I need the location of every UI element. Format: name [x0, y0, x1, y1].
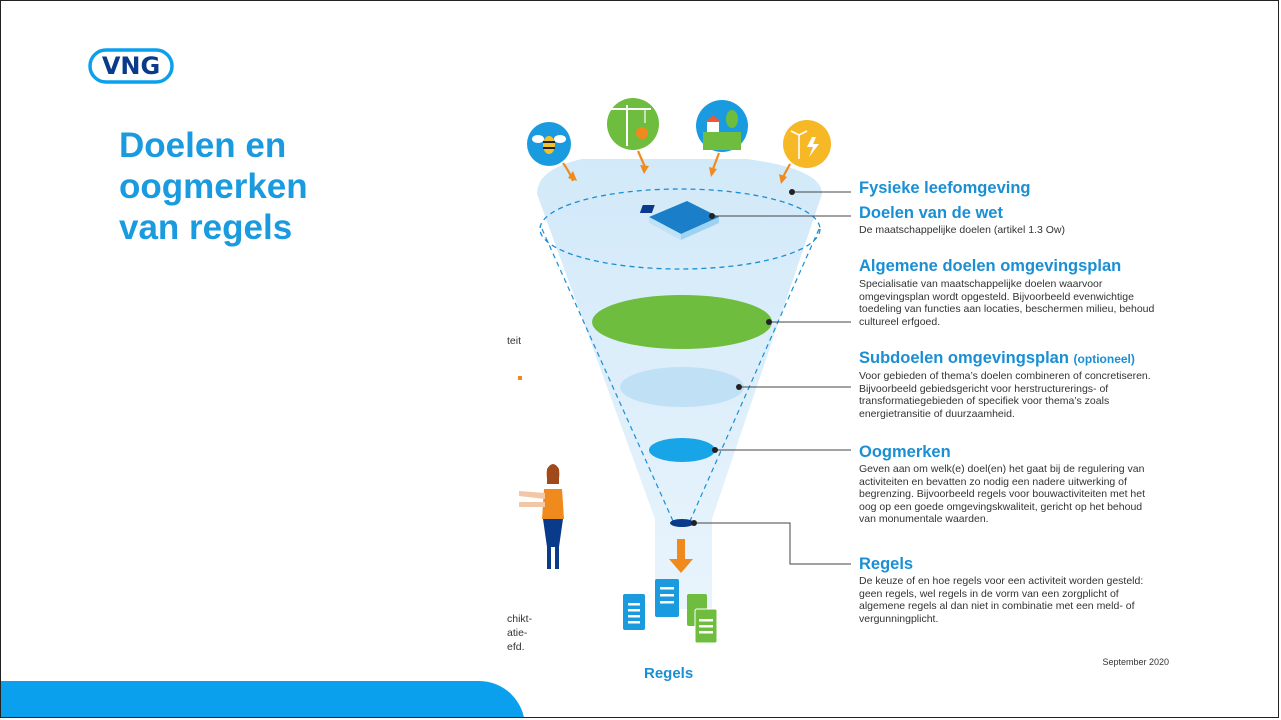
bee-icon [527, 122, 571, 166]
title-line: Doelen en [119, 126, 287, 165]
house-tree-icon [696, 100, 748, 152]
vng-logo: VNG [88, 48, 174, 84]
documents-icon [623, 579, 718, 644]
logo-text: VNG [102, 52, 160, 80]
date-label: September 2020 [1102, 657, 1169, 667]
energy-icon [783, 120, 831, 168]
goals-ellipse [592, 295, 772, 349]
level-label-algemene-doelen: Algemene doelen omgevingsplan [859, 257, 1122, 275]
level-desc-algemene-doelen: Specialisatie van maatschappelijke doele… [859, 278, 1155, 328]
level-desc-regels: De keuze of en hoe regels voor een activ… [859, 575, 1144, 625]
level-label-regels: Regels [859, 555, 914, 573]
level-label-oogmerken: Oogmerken [859, 443, 951, 461]
title-line: oogmerken [119, 167, 308, 206]
level-desc-subdoelen: Voor gebieden of thema’s doelen combiner… [859, 370, 1151, 420]
rules-ellipse [670, 519, 694, 527]
funnel-diagram [518, 98, 851, 644]
subgoals-ellipse [620, 367, 744, 407]
bottom-accent-band [1, 681, 525, 717]
level-desc-doelen-wet: De maatschappelijke doelen (artikel 1.3 … [859, 224, 1066, 236]
cut-text-bottom-1: chikt- [507, 613, 533, 625]
regels-caption: Regels [644, 665, 694, 682]
down-arrow-icon [669, 539, 693, 573]
crane-euro-icon [607, 98, 659, 150]
funnel-top-ellipse [539, 188, 821, 270]
optional-tag: (optioneel) [1073, 352, 1135, 366]
level-label-subdoelen: Subdoelen omgevingsplan (optioneel) [859, 349, 1135, 368]
title-line: van regels [119, 208, 293, 247]
orange-marker [518, 376, 522, 380]
person-illustration [519, 464, 564, 569]
cut-text-bottom-2: atie- [507, 627, 528, 639]
level-label-fysieke-leefomgeving: Fysieke leefomgeving [859, 179, 1031, 197]
subdoelen-label: Subdoelen omgevingsplan [859, 349, 1069, 367]
level-label-doelen-wet: Doelen van de wet [859, 204, 1003, 222]
infographic: teit chikt- atie- efd. Fysieke leefomgev… [507, 89, 1267, 682]
slide-title: Doelen en oogmerken van regels [119, 125, 399, 248]
cut-text-top: teit [507, 335, 522, 347]
cut-text-bottom-3: efd. [507, 641, 525, 653]
level-desc-oogmerken: Geven aan om welk(e) doel(en) het gaat b… [859, 463, 1145, 526]
law-book-icon [639, 201, 719, 240]
aims-ellipse [649, 438, 715, 462]
